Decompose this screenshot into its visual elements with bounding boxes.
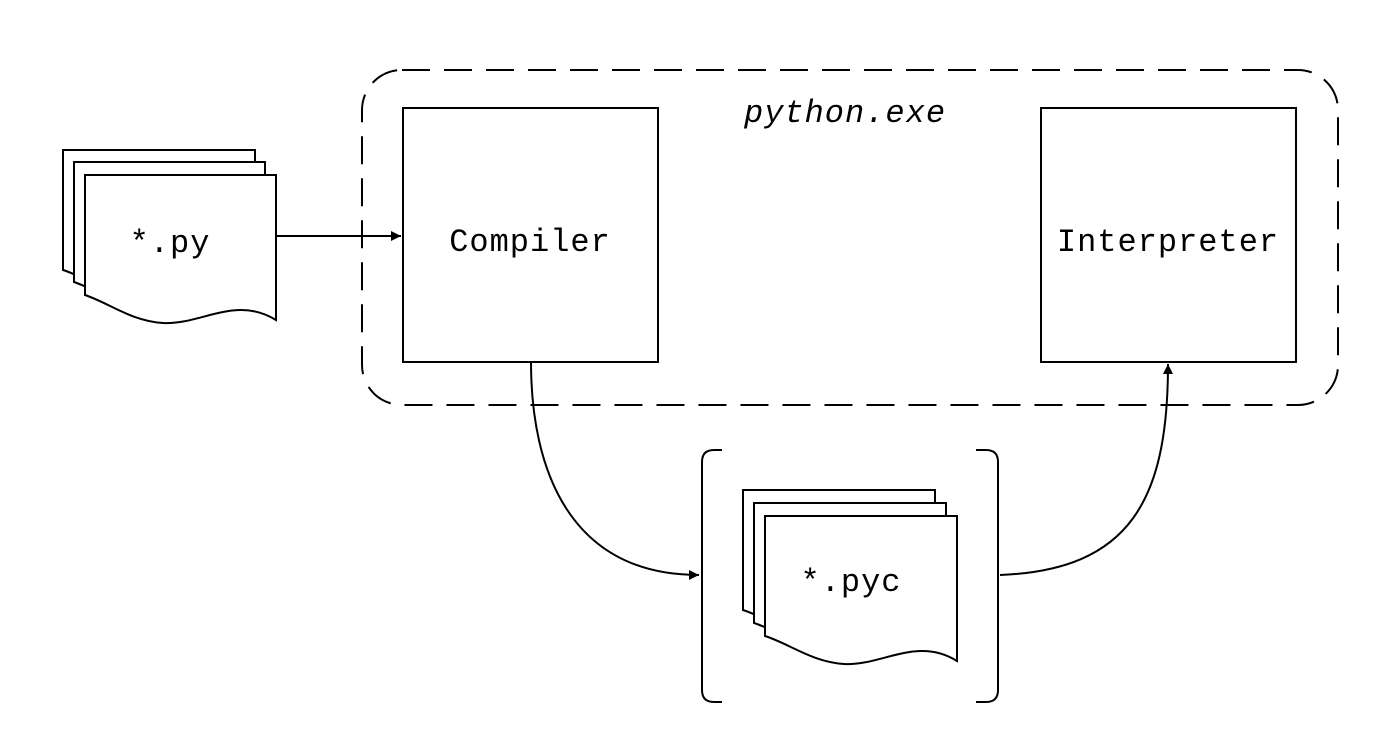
- interpreter-box: [1040, 107, 1297, 363]
- source-files-label: *.py: [130, 225, 211, 262]
- bytecode-files-label: *.pyc: [800, 564, 901, 601]
- interpreter-label: Interpreter: [1057, 224, 1279, 261]
- arrow-bytecode-to-interpreter: [999, 363, 1173, 576]
- bytecode-file-page-front: [764, 515, 958, 666]
- source-file-page-front: [84, 174, 277, 325]
- compiler-label: Compiler: [449, 224, 611, 261]
- source-files-node: *.py: [62, 149, 277, 325]
- interpreter-node: Interpreter: [1040, 107, 1297, 363]
- arrow-compiler-to-bytecode: [530, 361, 700, 580]
- compiler-box: [402, 107, 659, 363]
- bytecode-right-bracket: [976, 449, 999, 703]
- python-exe-container: python.exe: [361, 69, 1339, 406]
- bytecode-files-node: *.pyc: [701, 449, 999, 703]
- compiler-node: Compiler: [402, 107, 659, 363]
- container-label: python.exe: [743, 95, 946, 132]
- container-border: [361, 69, 1339, 406]
- bytecode-left-bracket: [701, 449, 722, 703]
